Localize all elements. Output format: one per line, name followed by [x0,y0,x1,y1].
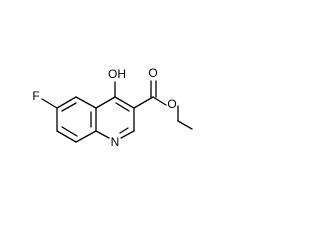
ester-oxygen-label: O [167,97,176,111]
double-bond [115,102,130,112]
bond [120,130,135,139]
bond [75,130,97,143]
hydroxyl-label: OH [108,67,126,81]
bond [95,96,116,109]
ring-nitrogen-label: N [111,135,120,149]
ester-carbon-bond [133,96,154,109]
bond [56,96,77,109]
ethyl-bond [177,120,193,130]
ester-oxygen-bond [152,96,167,106]
double-bond [61,102,77,112]
pyridine-ring [95,96,135,139]
bond [56,130,77,143]
molecule-structure: F OH N O O [32,66,193,149]
benzene-ring [56,96,97,143]
fluorine-bond [41,98,58,109]
double-bond [119,127,129,134]
double-bond [61,126,78,137]
bond [95,130,110,139]
fluorine-label: F [32,89,39,103]
bond [114,96,135,109]
carbonyl-oxygen-label: O [148,66,157,80]
bond [75,96,97,109]
